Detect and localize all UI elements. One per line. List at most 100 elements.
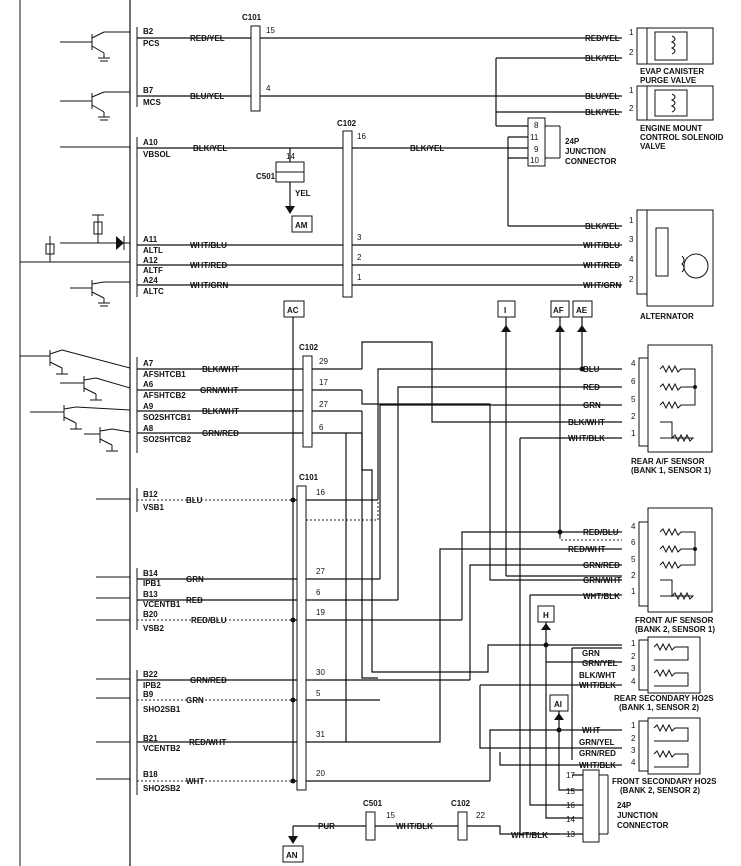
wire-label-a8: GRN/RED (202, 429, 239, 438)
wire-label-b20: RED/BLU (191, 616, 227, 625)
wire-label-b9: GRN (186, 696, 204, 705)
c501-bot-pin-15: 15 (386, 811, 395, 820)
ground-ref-an-label: AN (286, 851, 298, 860)
rear-af-wire-5: GRN (583, 401, 601, 410)
c501-bot-connector (365, 811, 376, 841)
ecm-pin-a12: A12 (143, 256, 158, 265)
c102-mid-label: C102 (299, 343, 319, 352)
ecm-pin-a7: A7 (143, 359, 154, 368)
c501-top-label: C501 (256, 172, 276, 181)
ecm-signal-vsb1: VSB1 (143, 503, 164, 512)
c101-mid-pin-20: 20 (316, 769, 325, 778)
ecm-signal-so2shtcb1: SO2SHTCB1 (143, 413, 192, 422)
ecm-pin-b18: B18 (143, 770, 158, 779)
junction-bottom-name-2: JUNCTION (617, 811, 658, 820)
ref-h-label: H (543, 611, 549, 620)
c101-mid-label: C101 (299, 473, 319, 482)
ref-ae-label: AE (576, 306, 588, 315)
front-ho2s-wire-1: WHT (582, 726, 600, 735)
ecm-signal-afshtcb2: AFSHTCB2 (143, 391, 186, 400)
ecm-pin-b21: B21 (143, 734, 158, 743)
alternator: 1 3 4 2 ALTERNATOR (629, 209, 714, 321)
ecm-pin-b12: B12 (143, 490, 158, 499)
junction-bottom-name-3: CONNECTOR (617, 821, 669, 830)
alt-pin-2: 2 (629, 275, 634, 284)
front-secondary-ho2s: WHT GRN/YEL GRN/RED WHT/BLK 1 2 3 4 FRON… (579, 717, 717, 795)
front-ho2s-wire-4: WHT/BLK (579, 761, 616, 770)
top-wire-labels: RED/YEL BLU/YEL BLK/YEL BLK/YEL WHT/BLU … (190, 34, 621, 290)
ecm-pin-a11: A11 (143, 235, 158, 244)
rear-ho2s-wire-3: BLK/WHT (579, 671, 616, 680)
mount-wire-2: BLK/YEL (585, 108, 619, 117)
mount-name-3: VALVE (640, 142, 666, 151)
ecm-signal-sho2sb1: SHO2SB1 (143, 705, 181, 714)
evap-pin-2: 2 (629, 48, 634, 57)
c501-bot-wire-left: PUR (318, 822, 335, 831)
wire-label-a9: BLK/WHT (202, 407, 239, 416)
ecm-pin-a10: A10 (143, 138, 158, 147)
sensor-input-stubs (96, 498, 130, 780)
c501-bot-label: C501 (363, 799, 383, 808)
front-af-pin-1: 1 (631, 587, 636, 596)
c101-top-pin-4: 4 (266, 84, 271, 93)
transistor-pcs (60, 31, 130, 62)
junction-top-name-3: CONNECTOR (565, 157, 617, 166)
rear-af-pin-6: 6 (631, 377, 636, 386)
wire-label-b13: RED (186, 596, 203, 605)
c501-bot-wire-right: WHT/BLK (396, 822, 433, 831)
junction-top-pin-11: 11 (530, 133, 539, 142)
rear-ho2s-pin-3: 3 (631, 664, 636, 673)
ecm-signal-so2shtcb2: SO2SHTCB2 (143, 435, 192, 444)
alt-pin-3: 3 (629, 235, 634, 244)
front-ho2s-pin-4: 4 (631, 758, 636, 767)
junction-bottom: 17 15 16 14 13 24P JUNCTION CONNECTOR (566, 769, 669, 843)
evap-name-1: EVAP CANISTER (640, 67, 704, 76)
rear-af-pin-4: 4 (631, 359, 636, 368)
c101-top-pin-15: 15 (266, 26, 275, 35)
wire-label-b18: WHT (186, 777, 204, 786)
front-af-sensor: RED/BLU RED/WHT GRN/RED GRN/WHT WHT/BLK … (568, 507, 715, 634)
ecm-pin-b22: B22 (143, 670, 158, 679)
evap-wire-1: RED/YEL (585, 34, 620, 43)
c501-top-wire: YEL (295, 189, 311, 198)
rear-af-wire-2: BLK/WHT (568, 418, 605, 427)
ecm-pin-a9: A9 (143, 402, 154, 411)
c101-mid-connector (296, 485, 307, 791)
c102-bot-pin-22: 22 (476, 811, 485, 820)
rear-af-sensor: BLU RED GRN BLK/WHT WHT/BLK 4 6 5 2 1 RE… (568, 344, 713, 475)
front-af-pin-2: 2 (631, 571, 636, 580)
wire-label-pcs: RED/YEL (190, 34, 225, 43)
evap-wire-2: BLK/YEL (585, 54, 619, 63)
transistor-mcs (60, 91, 130, 121)
junction-bottom-name-1: 24P (617, 801, 632, 810)
junction-bottom-pin-15: 15 (566, 787, 575, 796)
front-ho2s-wire-3: GRN/RED (579, 749, 616, 758)
junction-top-name-1: 24P (565, 137, 580, 146)
junction-bottom-pin-16: 16 (566, 801, 575, 810)
front-ho2s-name-1: FRONT SECONDARY HO2S (612, 777, 717, 786)
wire-label-vbsol-right: BLK/YEL (410, 144, 444, 153)
rear-af-pin-1: 1 (631, 429, 636, 438)
evap-purge-valve: 1 2 EVAP CANISTER PURGE VALVE (629, 27, 714, 85)
rear-ho2s-wire-4: WHT/BLK (579, 681, 616, 690)
rear-ho2s-wire-2: GRN/YEL (582, 659, 618, 668)
rear-secondary-ho2s: GRN GRN/YEL BLK/WHT WHT/BLK 1 2 3 4 REAR… (579, 636, 714, 712)
c102-bot-label: C102 (451, 799, 471, 808)
wire-label-a7: BLK/WHT (202, 365, 239, 374)
c101-mid-pin-31: 31 (316, 730, 325, 739)
c102-mid-pin-17: 17 (319, 378, 328, 387)
evap-pin-1: 1 (629, 28, 634, 37)
transistor-altc (70, 280, 130, 307)
front-af-pin-5: 5 (631, 555, 636, 564)
c102-top-pin-3: 3 (357, 233, 362, 242)
front-ho2s-wire-2: GRN/YEL (579, 738, 615, 747)
mount-wire-1: BLU/YEL (585, 92, 619, 101)
rear-ho2s-pin-4: 4 (631, 677, 636, 686)
wire-label-altc: WHT/GRN (190, 281, 228, 290)
front-af-wire-6: RED/WHT (568, 545, 605, 554)
ecm-pin-labels: B2 PCS B7 MCS A10 VBSOL A11 ALTL A12 ALT… (143, 27, 192, 793)
top-connectors: C101 15 4 C102 16 3 2 1 C501 14 YEL AM 8… (242, 13, 617, 298)
reference-boxes: AC I AF AE H AI (283, 300, 593, 712)
ecm-signal-ipb1: IPB1 (143, 579, 161, 588)
